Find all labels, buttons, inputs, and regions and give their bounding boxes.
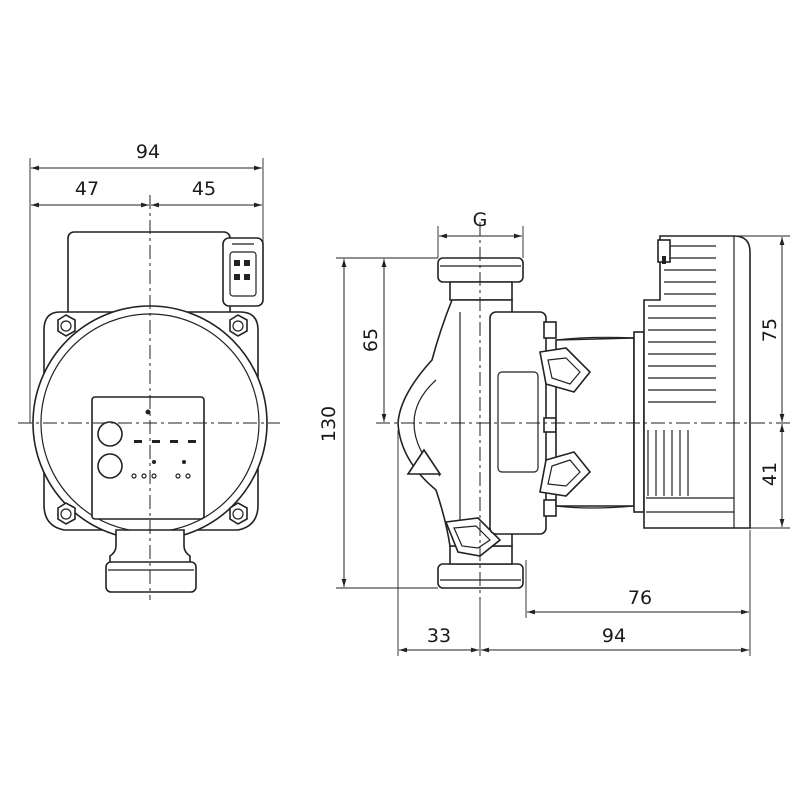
cooling-fins-top <box>648 245 716 403</box>
bolt-bottom-left-icon <box>57 502 76 525</box>
front-view: 94 47 45 <box>18 141 280 600</box>
bolt-bottom-right-icon <box>229 502 248 525</box>
control-panel <box>91 396 205 520</box>
dim-motor-top: 75 <box>759 318 781 342</box>
dim-motor-length: 76 <box>628 587 652 609</box>
dim-total-height: 130 <box>318 406 340 442</box>
dim-connection: G <box>473 209 488 231</box>
dim-half-height: 65 <box>360 328 382 352</box>
bolt-top-right-icon <box>229 314 248 337</box>
nut-upper-icon <box>539 347 592 393</box>
nut-lower-icon <box>539 451 592 497</box>
dim-total-length: 94 <box>602 625 626 647</box>
cooling-fins-bottom <box>646 430 734 513</box>
dim-left-width: 47 <box>75 178 99 200</box>
bolt-top-left-icon <box>57 314 76 337</box>
dim-total-width: 94 <box>136 141 160 163</box>
side-view: G 65 130 75 41 76 33 94 <box>318 209 790 656</box>
flow-direction-icon <box>406 448 442 475</box>
electrical-connector-icon <box>222 237 264 307</box>
dim-motor-bottom: 41 <box>759 462 781 486</box>
dim-right-width: 45 <box>192 178 216 200</box>
dim-body-offset: 33 <box>427 625 451 647</box>
